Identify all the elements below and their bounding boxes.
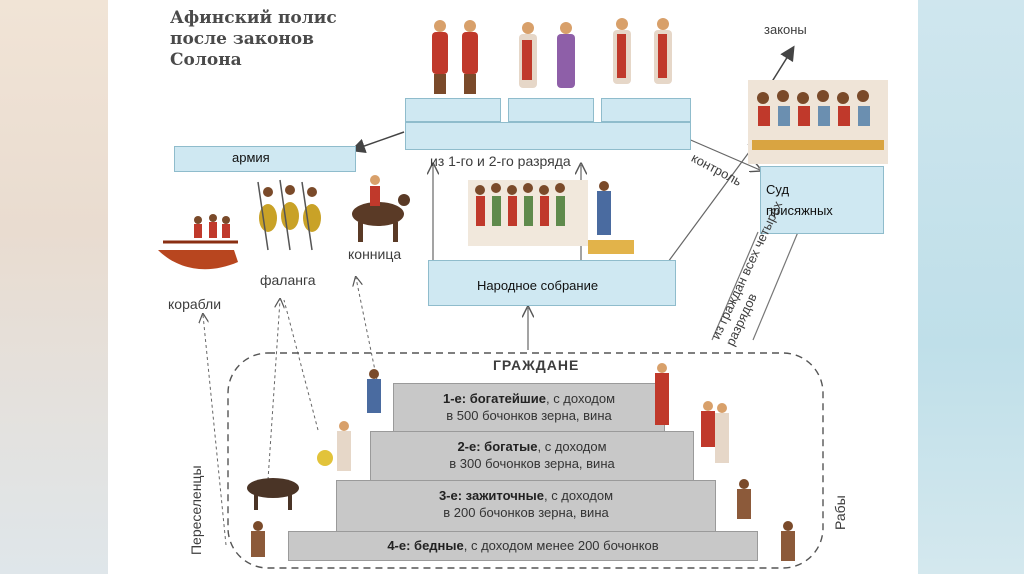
class-4-rest: , с доходом менее 200 бочонков [463,538,659,553]
phalanx-label: фаланга [260,272,316,288]
class-2-rest: , с доходом [537,439,607,454]
class-1-rest: , с доходом [545,391,616,406]
archon-box-3 [601,98,691,122]
archon-box-2 [508,98,594,122]
richest-to-cavalry-dotted [356,278,379,386]
background-left [0,0,108,574]
diagram-sheet: Афинский полис после законов Солона [108,0,918,574]
citizens-heading: ГРАЖДАНЕ [493,357,580,373]
class-step-2: 2-е: богатые, с доходом в 300 бочонков з… [370,431,694,481]
illustration-layer [158,18,888,561]
ship-figure [158,214,238,270]
assembly-label: Народное собрание [477,278,599,293]
court-box [760,166,884,234]
class-2-line2: в 300 бочонков зерна, вина [449,456,615,471]
class-3-line2: в 200 бочонков зерна, вина [443,505,609,520]
title-line-3: Солона [170,50,242,70]
citizens-to-court-line-b [752,231,799,341]
class-3-rest: , с доходом [543,488,614,503]
phalanx-figure [257,179,321,251]
citizens-boundary [227,352,824,569]
army-arrow [350,131,405,154]
poor-to-ships-dotted [203,315,227,546]
class-2-head: 2-е: богатые [457,439,538,454]
court-label-line-2: присяжных [766,203,833,218]
title-line-1: Афинский полис [170,8,337,28]
ships-label: корабли [168,296,222,312]
army-label: армия [232,150,270,165]
cavalry-figure [352,175,410,242]
class-4-head: 4-е: бедные [387,538,464,553]
jury-figures [748,80,888,164]
magistrates-box [405,122,691,150]
background-right [918,0,1024,574]
ranks-label: из 1-го и 2-го разряда [430,153,571,169]
army-box [174,146,356,172]
laws-label: законы [764,22,807,37]
archon-box-1 [405,98,501,122]
class-1-line2: в 500 бочонков зерна, вина [446,408,612,423]
title-line-2: после законов [170,29,314,49]
class-1-head: 1-е: богатейшие [442,391,546,406]
control-arrow [685,137,760,170]
assembly-crowd-figures [468,180,634,254]
rich-to-phalanx-dotted [283,299,319,431]
class-3-head: 3-е: зажиточные [438,488,544,503]
court-label-line-1: Суд [766,182,790,197]
archon-figures [432,18,672,94]
class-step-4: 4-е: бедные, с доходом менее 200 бочонко… [288,531,758,561]
citizens-to-court-line-a [711,231,759,341]
cavalry-label: конница [348,246,402,262]
middle-to-phalanx-dotted [267,300,280,481]
diagram-title: Афинский полис после законов Солона [170,8,390,71]
assembly-box [428,260,676,306]
citizens-figures [247,363,795,561]
assembly-to-court-arrow [667,140,758,263]
